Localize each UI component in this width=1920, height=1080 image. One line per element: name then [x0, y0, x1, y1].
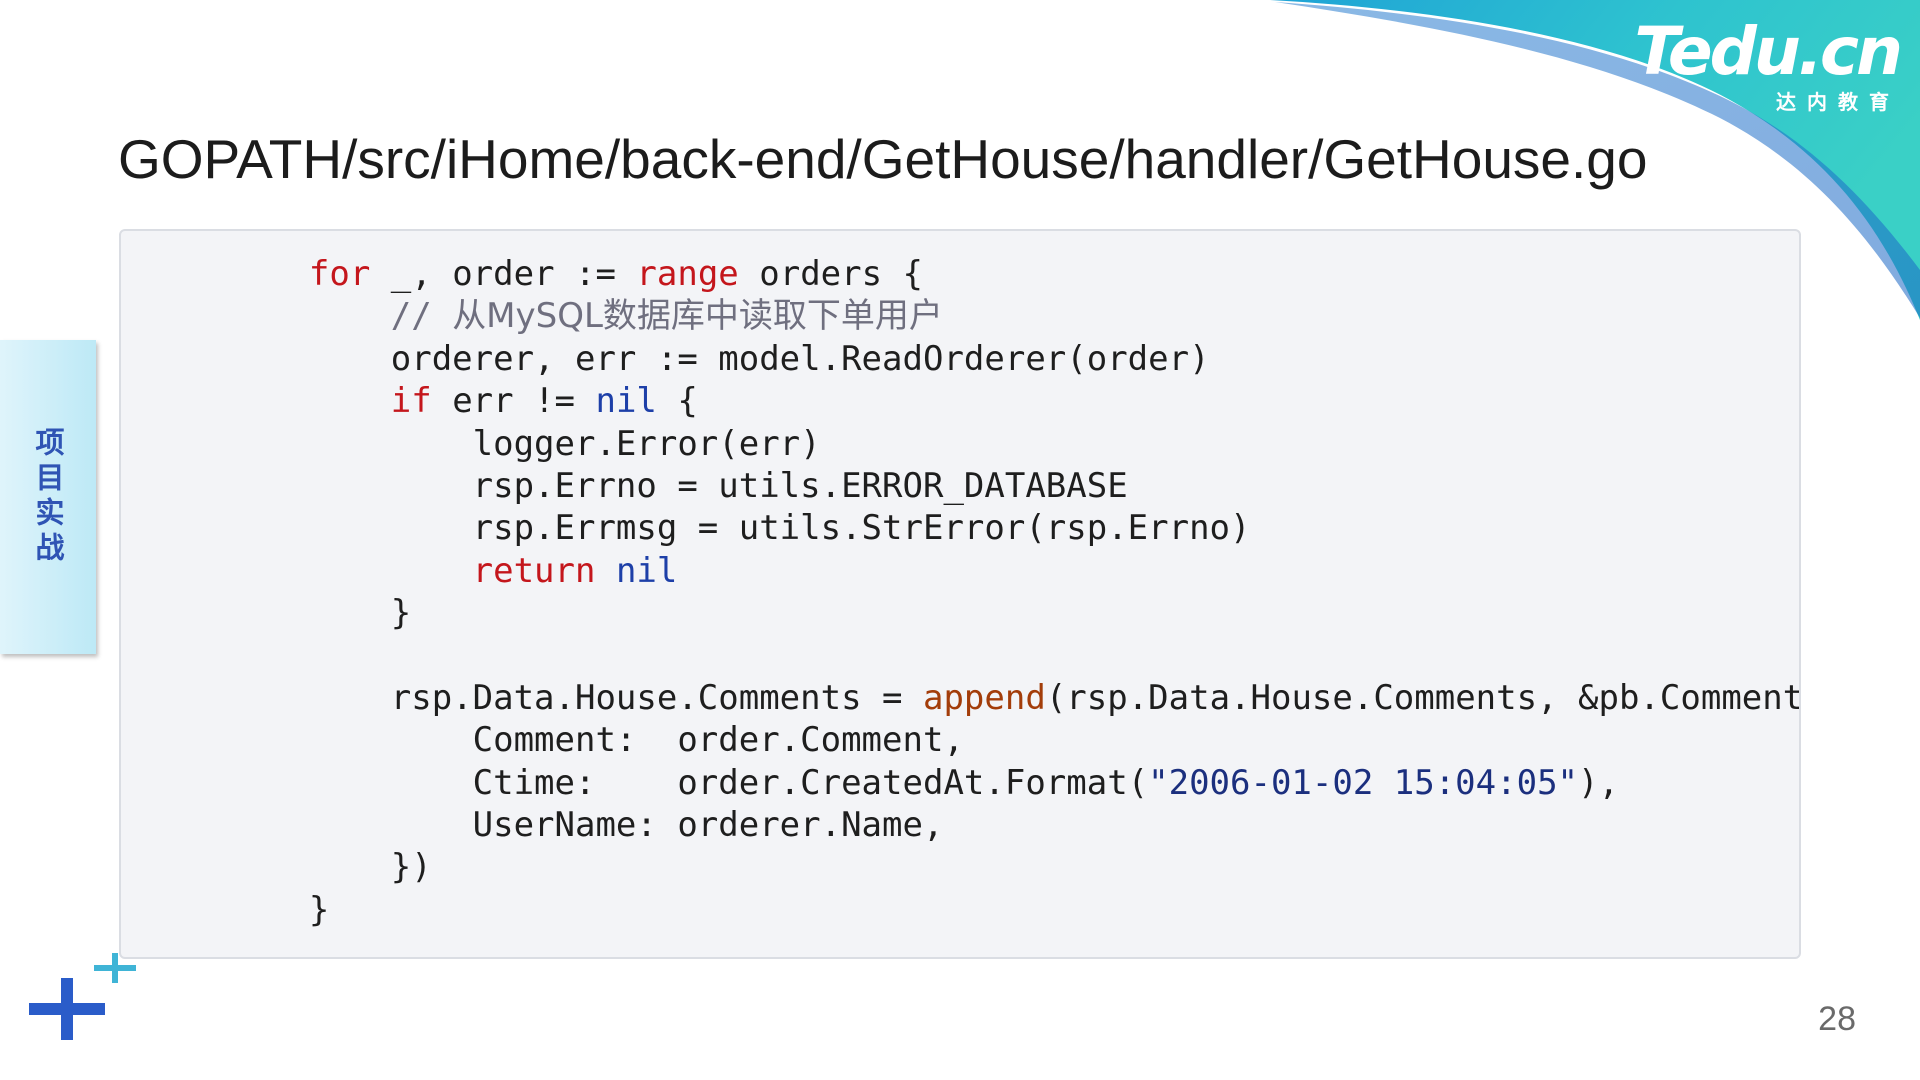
- code-token: append: [922, 677, 1046, 718]
- code-line: rsp.Data.House.Comments = append(rsp.Dat…: [227, 677, 1799, 719]
- logo-wordmark: Tedu.cn: [1634, 13, 1903, 90]
- code-token: }): [227, 847, 432, 888]
- code-line: // 从MySQL数据库中读取下单用户: [227, 295, 1799, 337]
- code-token: UserName: orderer.Name,: [227, 805, 944, 846]
- code-token: [227, 381, 391, 421]
- code-line: Comment: order.Comment,: [227, 719, 1799, 761]
- code-line: }): [227, 846, 1799, 888]
- code-line: for _, order := range orders {: [227, 253, 1799, 295]
- code-line: if err != nil {: [227, 380, 1799, 422]
- side-section-label: 项目实战: [31, 427, 65, 567]
- code-token: range: [636, 254, 739, 294]
- tedu-logo: Tedu.cn 达内教育: [1620, 13, 1903, 115]
- code-token: rsp.Errmsg = utils.StrError(rsp.Errno): [227, 508, 1251, 549]
- logo-subtitle: 达内教育: [1776, 90, 1900, 114]
- code-token: rsp.Data.House.Comments =: [227, 677, 923, 718]
- code-token: nil: [615, 550, 678, 591]
- code-token: 从MySQL数据库中读取下单用户: [452, 296, 943, 337]
- small-plus-icon: [94, 953, 136, 983]
- code-token: }: [227, 593, 412, 634]
- code-line: Ctime: order.CreatedAt.Format("2006-01-0…: [227, 762, 1799, 804]
- code-token: nil: [595, 381, 657, 422]
- code-token: //: [390, 296, 453, 337]
- code-token: err !=: [431, 381, 596, 422]
- code-line: }: [227, 592, 1799, 634]
- code-token: rsp.Errno = utils.ERROR_DATABASE: [227, 465, 1128, 506]
- side-section-tab: 项目实战: [0, 340, 96, 654]
- code-line: logger.Error(err): [227, 423, 1799, 465]
- code-block: for _, order := range orders { // 从MySQL…: [119, 229, 1801, 959]
- code-line: UserName: orderer.Name,: [227, 804, 1799, 846]
- code-token: if: [390, 381, 432, 422]
- code-token: logger.Error(err): [227, 423, 821, 464]
- code-line: [227, 635, 1799, 677]
- code-token: _, order :=: [370, 254, 637, 294]
- code-token: return: [472, 550, 596, 591]
- page-number: 28: [1818, 1000, 1856, 1038]
- code-token: [227, 551, 473, 591]
- code-token: (rsp.Data.House.Comments, &pb.Comment{: [1045, 677, 1801, 718]
- code-line: rsp.Errno = utils.ERROR_DATABASE: [227, 465, 1799, 507]
- code-line: rsp.Errmsg = utils.StrError(rsp.Errno): [227, 507, 1799, 549]
- code-token: Comment: order.Comment,: [227, 720, 964, 761]
- code-token: for: [308, 254, 371, 294]
- code-token: [227, 254, 309, 294]
- page-title: GOPATH/src/iHome/back-end/GetHouse/handl…: [118, 128, 1648, 190]
- code-token: orderer, err := model.ReadOrderer(order): [227, 338, 1210, 379]
- code-listing: for _, order := range orders { // 从MySQL…: [121, 231, 1799, 931]
- large-plus-icon: [29, 978, 105, 1040]
- code-token: [595, 551, 615, 591]
- code-token: {: [656, 381, 698, 422]
- code-token: "2006-01-02 15:04:05": [1148, 762, 1579, 803]
- code-line: }: [227, 889, 1799, 931]
- code-token: [227, 296, 391, 336]
- code-token: Ctime: order.CreatedAt.Format(: [227, 762, 1149, 803]
- code-token: ),: [1578, 762, 1619, 803]
- code-token: }: [227, 889, 330, 930]
- code-line: return nil: [227, 550, 1799, 592]
- code-token: orders {: [738, 254, 924, 294]
- code-line: orderer, err := model.ReadOrderer(order): [227, 338, 1799, 380]
